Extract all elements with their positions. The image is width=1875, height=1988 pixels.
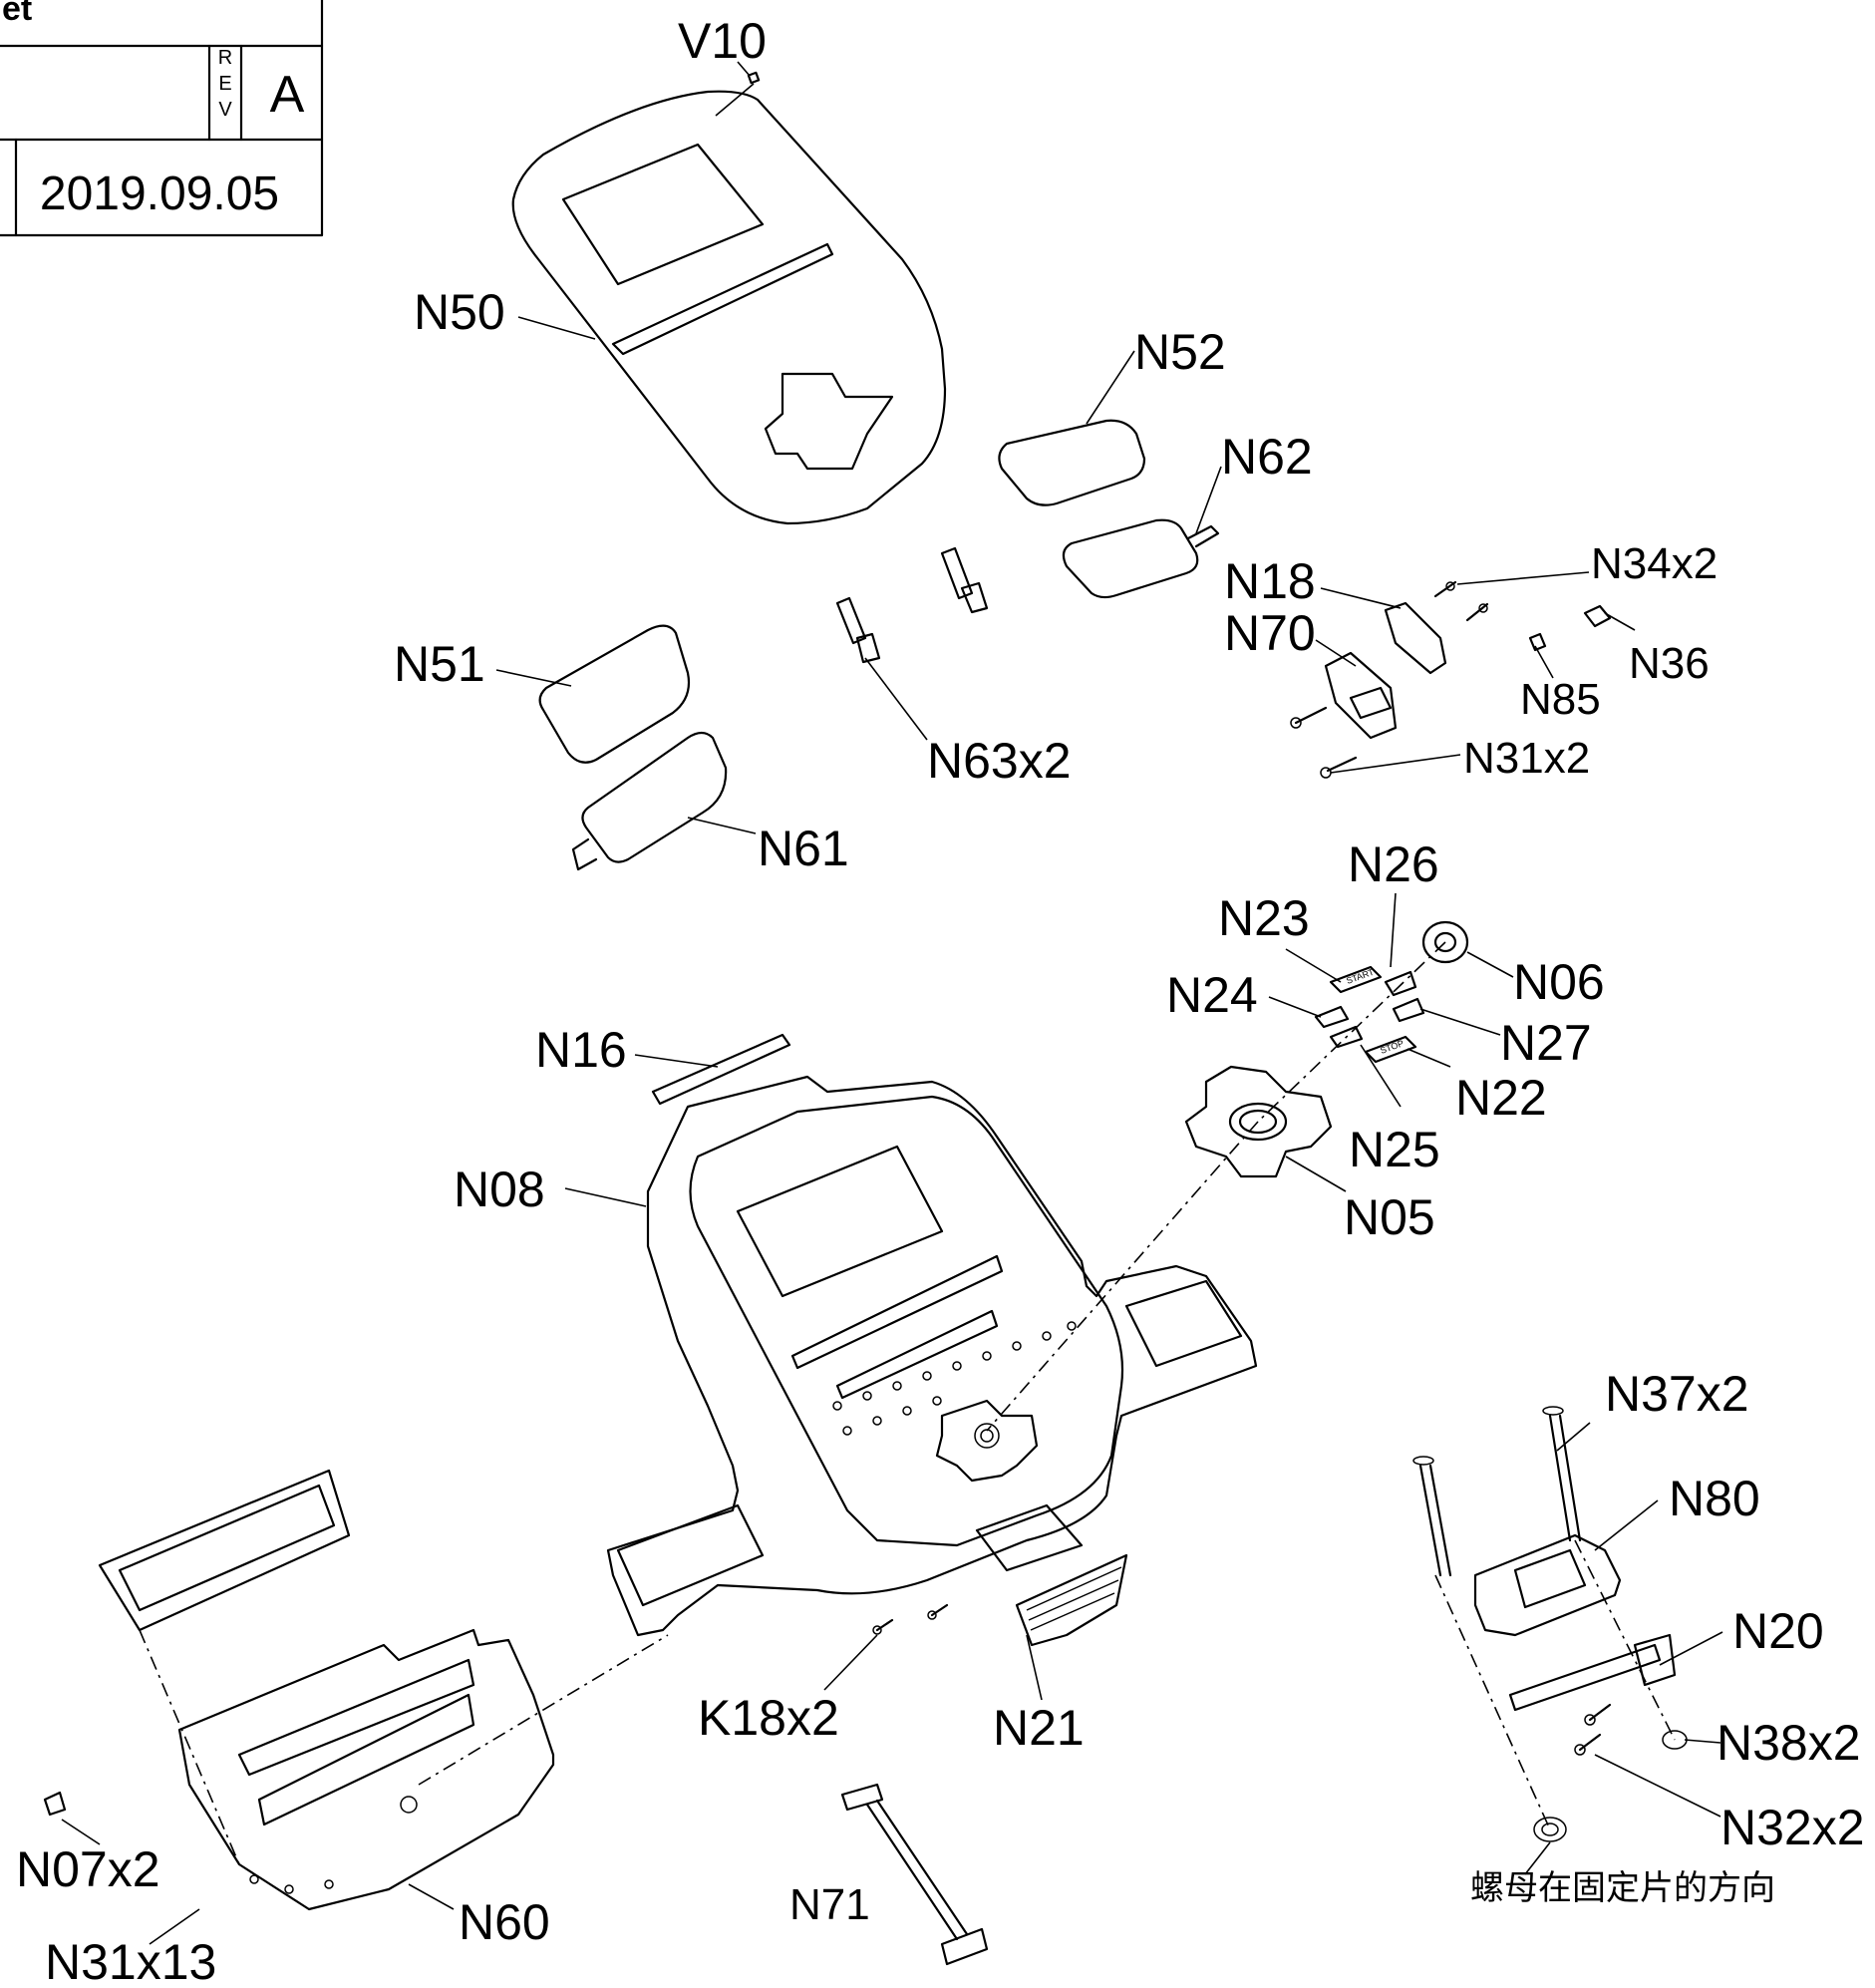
callout-n05: N05 [1344,1189,1435,1245]
callout-n38x2: N38x2 [1717,1715,1861,1771]
callout-n85: N85 [1520,675,1601,724]
callout-n80: N80 [1669,1471,1760,1526]
callout-n08: N08 [454,1161,545,1217]
strip-n16 [651,1033,791,1106]
callout-n24: N24 [1166,967,1258,1023]
title-block-header: et [2,0,32,28]
connector-n63 [835,546,989,741]
callout-labels: V10 N50 N52 N62 N18 N70 N34x2 N36 N85 N3… [16,13,1865,1988]
callout-n31x2: N31x2 [1463,734,1590,783]
callout-v10: V10 [678,13,767,69]
callout-n51: N51 [394,636,485,692]
callout-n16: N16 [535,1022,627,1078]
overlay-n50 [511,61,947,525]
leader-lines [61,316,1723,1945]
callout-n70: N70 [1224,605,1316,661]
console-n08 [606,1075,1258,1637]
callout-n63x2: N63x2 [927,733,1072,789]
housing-n80 [1412,1406,1688,1842]
callout-n26: N26 [1348,836,1439,892]
callout-n25: N25 [1349,1122,1440,1177]
date-value: 2019.09.05 [40,167,279,220]
callout-k18x2: K18x2 [698,1690,839,1746]
lens-n61 [571,731,728,871]
callout-n31x13: N31x13 [45,1934,216,1988]
callout-n52: N52 [1134,324,1226,380]
nut-orientation-note: 螺母在固定片的方向 [1470,1868,1775,1908]
lens-n51 [538,624,691,764]
loose-screws [872,1603,949,1635]
callout-n62: N62 [1221,429,1313,485]
grille-n21 [1015,1553,1128,1647]
callout-n23: N23 [1218,890,1310,946]
callout-n34x2: N34x2 [1591,539,1718,588]
cable-n71 [840,1783,989,1966]
lens-n52 [998,419,1146,506]
callout-n36: N36 [1629,639,1710,688]
callout-n06: N06 [1513,954,1605,1010]
callout-n20: N20 [1732,1603,1824,1659]
callout-n22: N22 [1455,1070,1547,1126]
callout-n60: N60 [459,1894,550,1950]
lens-n62 [1062,518,1220,599]
callout-n32x2: N32x2 [1720,1800,1865,1855]
callout-n07x2: N07x2 [16,1841,160,1897]
callout-n37x2: N37x2 [1605,1366,1749,1422]
callout-n50: N50 [414,284,505,340]
callout-n61: N61 [758,821,849,876]
callout-n21: N21 [993,1700,1085,1756]
callout-n27: N27 [1500,1015,1592,1071]
callout-n18: N18 [1224,553,1316,609]
callout-n71: N71 [789,1880,870,1929]
pcb-n60 [43,1469,669,1911]
rev-value: A [270,66,305,124]
start-key-label: START [1345,967,1376,986]
